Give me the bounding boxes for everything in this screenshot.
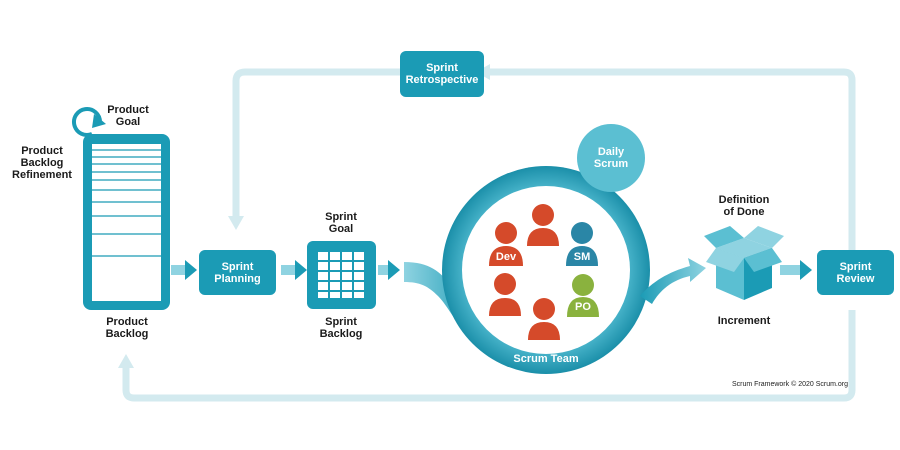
increment-label: Increment: [717, 315, 771, 327]
daily-scrum-circle: [577, 124, 645, 192]
flow-arrow-backlog-to-planning: [171, 260, 197, 280]
flow-arrow-sprint-backlog-to-team: [378, 260, 400, 280]
team-member-po: [567, 274, 599, 317]
flow-arrow-planning-to-sprint-backlog: [281, 260, 307, 280]
team-member-sm: [566, 222, 598, 266]
increment-box-icon: [704, 226, 784, 300]
scrum-team-label: Scrum Team: [513, 353, 579, 365]
flow-arrow-increment-to-review: [780, 260, 812, 280]
team-member-dev-bottom: [528, 298, 560, 340]
team-member-dev-lower-left: [489, 273, 521, 316]
sprint-flow-sweep-out: [640, 258, 706, 304]
team-po-label: PO: [575, 301, 591, 313]
review-to-backlog-loop-line: [118, 310, 856, 402]
copyright-credit: Scrum Framework © 2020 Scrum.org: [731, 381, 848, 388]
product-backlog-list: [83, 134, 170, 310]
refinement-cycle-icon: [72, 107, 106, 137]
sprint-backlog-grid: [307, 241, 376, 309]
team-member-dev-left: [489, 222, 523, 266]
team-dev-label: Dev: [495, 251, 517, 263]
team-member-dev-top: [527, 204, 559, 246]
scrum-team-ring: [442, 166, 650, 374]
team-sm-label: SM: [573, 251, 591, 263]
